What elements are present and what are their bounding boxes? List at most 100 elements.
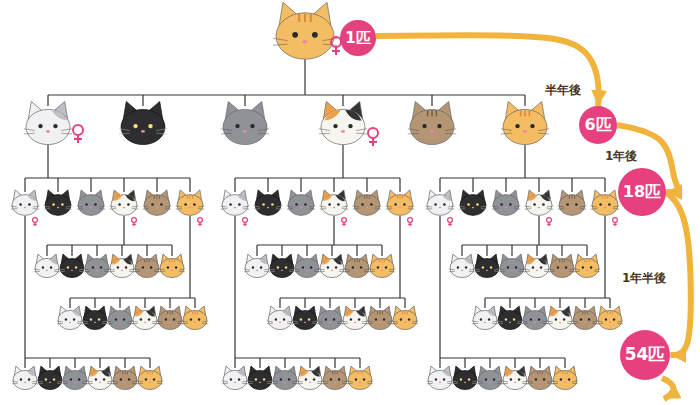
cat-face bbox=[474, 254, 500, 278]
female-symbol bbox=[448, 218, 453, 227]
tree-line bbox=[485, 297, 610, 298]
cat-face bbox=[11, 190, 40, 215]
cat-face bbox=[492, 190, 521, 215]
cat-face bbox=[319, 101, 367, 144]
tree-line bbox=[123, 178, 124, 192]
tree-line bbox=[331, 245, 332, 256]
cat-face bbox=[132, 306, 158, 330]
cat-face bbox=[292, 306, 318, 330]
tree-line bbox=[381, 245, 382, 256]
cat-face bbox=[525, 190, 554, 215]
cat-face bbox=[558, 190, 587, 215]
cat-face bbox=[347, 366, 373, 390]
tree-line bbox=[524, 95, 525, 106]
tree-line bbox=[169, 298, 170, 308]
cat-face bbox=[427, 366, 453, 390]
tree-line bbox=[279, 298, 280, 308]
tree-line bbox=[24, 178, 25, 192]
tree-line bbox=[333, 216, 334, 245]
tree-line bbox=[144, 298, 145, 308]
cat-face bbox=[119, 101, 167, 144]
cat-face bbox=[109, 254, 135, 278]
female-symbol bbox=[408, 218, 413, 227]
cat-face bbox=[159, 254, 185, 278]
female-symbol bbox=[342, 218, 347, 227]
tree-line bbox=[399, 216, 400, 298]
tree-line bbox=[281, 245, 282, 256]
tree-line bbox=[48, 94, 525, 95]
cat-face bbox=[221, 101, 269, 144]
cat-face bbox=[319, 254, 345, 278]
tree-line bbox=[342, 145, 343, 178]
time-arrow bbox=[666, 192, 691, 355]
cat-face bbox=[143, 190, 172, 215]
tree-line bbox=[359, 358, 360, 368]
tree-line bbox=[440, 177, 605, 178]
tree-line bbox=[235, 357, 360, 358]
female-symbol bbox=[243, 218, 248, 227]
cat-face bbox=[322, 366, 348, 390]
time-label: 1年後 bbox=[605, 150, 637, 163]
cat-face bbox=[342, 306, 368, 330]
tree-line bbox=[69, 298, 70, 308]
cat-face bbox=[110, 190, 139, 215]
cat-face bbox=[320, 190, 349, 215]
cat-face bbox=[549, 254, 575, 278]
tree-line bbox=[49, 358, 50, 368]
cat-face bbox=[297, 366, 323, 390]
cat-face bbox=[44, 190, 73, 215]
cat-face bbox=[408, 101, 456, 144]
tree-line bbox=[234, 358, 235, 368]
cat-face bbox=[501, 101, 549, 144]
family-tree bbox=[11, 2, 624, 389]
cat-face bbox=[572, 306, 598, 330]
cat-face bbox=[87, 366, 113, 390]
time-arrow bbox=[376, 35, 599, 106]
count-text: 18匹 bbox=[623, 184, 661, 200]
tree-line bbox=[149, 358, 150, 368]
count-circle: 6匹 bbox=[579, 106, 617, 144]
cat-face bbox=[107, 306, 133, 330]
tree-line bbox=[604, 178, 605, 192]
tree-line bbox=[329, 298, 330, 308]
tree-line bbox=[439, 358, 440, 368]
tree-line bbox=[440, 357, 565, 358]
female-symbol bbox=[132, 218, 137, 227]
next-arrow bbox=[662, 378, 674, 399]
tree-line bbox=[536, 245, 537, 256]
tree-line bbox=[74, 358, 75, 368]
tree-line bbox=[142, 95, 143, 106]
tree-line bbox=[123, 216, 124, 245]
tree-line bbox=[484, 298, 485, 308]
cat-face bbox=[221, 190, 250, 215]
tree-line bbox=[121, 245, 122, 256]
tree-line bbox=[244, 95, 245, 106]
time-label: 半年後 bbox=[545, 84, 581, 97]
cat-face bbox=[24, 101, 72, 144]
tree-line bbox=[461, 245, 462, 256]
tree-line bbox=[25, 357, 150, 358]
tree-line bbox=[399, 178, 400, 192]
tree-line bbox=[90, 178, 91, 192]
cat-face bbox=[527, 366, 553, 390]
tree-line bbox=[284, 358, 285, 368]
tree-line bbox=[189, 216, 190, 298]
cat-face bbox=[574, 254, 600, 278]
cat-face bbox=[459, 190, 488, 215]
female-symbol bbox=[613, 218, 618, 227]
cat-face bbox=[157, 306, 183, 330]
tree-line bbox=[464, 358, 465, 368]
tree-line bbox=[71, 245, 72, 256]
tree-line bbox=[146, 245, 147, 256]
tree-line bbox=[586, 245, 587, 256]
tree-line bbox=[47, 95, 48, 106]
cat-face bbox=[272, 366, 298, 390]
tree-line bbox=[486, 245, 487, 256]
tree-line bbox=[189, 178, 190, 192]
tree-line bbox=[538, 178, 539, 192]
cat-face bbox=[499, 254, 525, 278]
cat-face bbox=[247, 366, 273, 390]
tree-line bbox=[609, 298, 610, 308]
